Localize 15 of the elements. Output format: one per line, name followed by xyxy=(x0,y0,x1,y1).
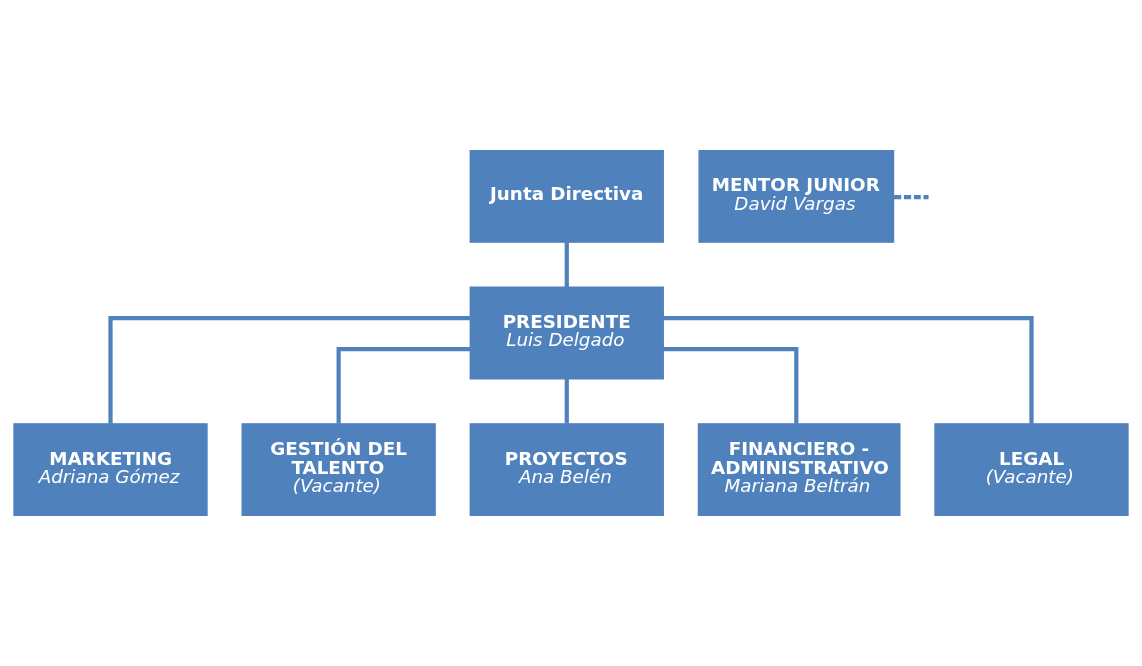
node-box: PROYECTOS Ana Belén xyxy=(469,423,664,517)
node-box: LEGAL (Vacante) xyxy=(934,423,1129,517)
connector xyxy=(663,316,1034,424)
node-box: GESTIÓN DEL TALENTO (Vacante) xyxy=(241,423,436,517)
node-box: PRESIDENTE Luis Delgado xyxy=(469,286,664,380)
node-box: FINANCIERO - ADMINISTRATIVO Mariana Beltrán xyxy=(697,423,901,517)
connector xyxy=(336,347,471,424)
node-box: MARKETING Adriana Gómez xyxy=(13,423,208,517)
connector xyxy=(108,316,470,424)
node-box: Junta Directiva xyxy=(469,149,664,243)
connector xyxy=(564,378,569,424)
connector xyxy=(663,347,799,424)
connector xyxy=(564,242,569,287)
connector xyxy=(893,195,929,200)
node-box: MENTOR JUNIOR David Vargas xyxy=(698,149,895,243)
